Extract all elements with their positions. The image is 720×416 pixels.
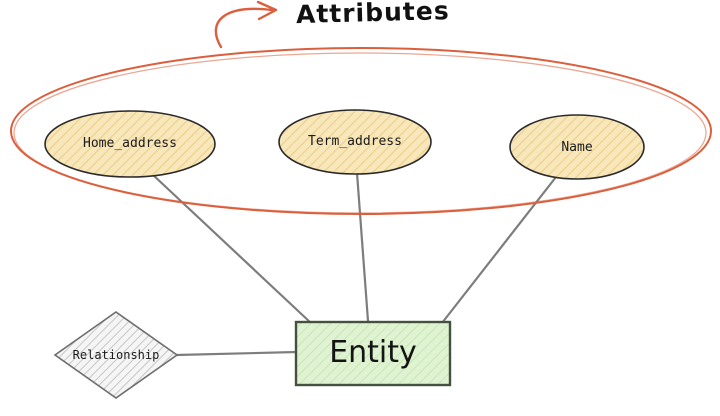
entity-node-rect	[294, 320, 452, 387]
connector-term-address-to-entity	[355, 171, 370, 323]
attribute-node-name	[509, 114, 645, 180]
connector-name-to-entity	[440, 175, 558, 325]
relationship-node-diamond	[53, 311, 179, 399]
connector-relationship-to-entity	[174, 350, 299, 357]
connector-home-address-to-entity	[150, 172, 313, 325]
attribute-node-home-address	[44, 110, 216, 178]
attribute-node-term-address	[278, 109, 432, 175]
attributes-boundary-ellipse-sketch-line	[13, 52, 707, 214]
attributes-arrowhead-icon	[256, 0, 278, 21]
attributes-arrow-icon	[214, 7, 274, 49]
attributes-boundary-ellipse	[10, 47, 712, 215]
